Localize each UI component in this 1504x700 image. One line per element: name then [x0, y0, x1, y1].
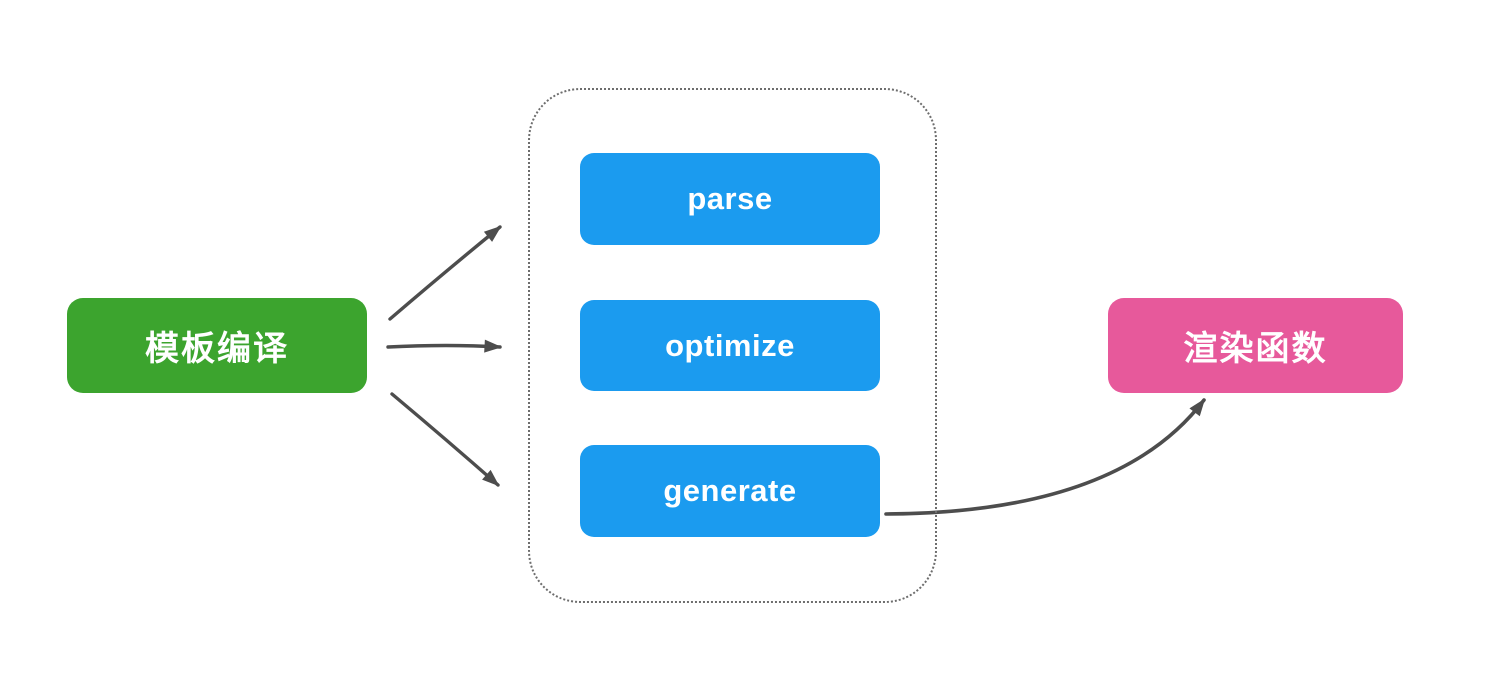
compiler-steps-group [528, 88, 937, 603]
node-optimize: optimize [580, 300, 880, 391]
node-parse: parse [580, 153, 880, 245]
node-render-function: 渲染函数 [1108, 298, 1403, 393]
node-generate-label: generate [663, 473, 797, 508]
node-optimize-label: optimize [665, 327, 795, 363]
node-render-function-label: 渲染函数 [1183, 330, 1328, 368]
arrow-source-to-parse [388, 225, 502, 321]
node-template-compile-label: 模板编译 [145, 330, 289, 368]
node-template-compile: 模板编译 [67, 298, 367, 393]
node-parse-label: parse [687, 181, 773, 216]
arrow-source-to-optimize [386, 339, 502, 353]
node-generate: generate [580, 445, 880, 537]
arrow-source-to-generate [390, 392, 500, 487]
